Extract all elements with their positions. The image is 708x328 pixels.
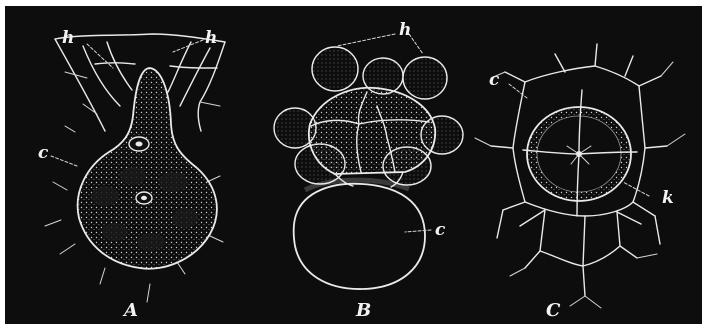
label-h-panel-a-right: h <box>205 30 217 47</box>
panel-label-a: A <box>124 302 138 320</box>
label-h-panel-a-left: h <box>62 30 74 47</box>
panel-a-nucleus-lower <box>136 192 152 204</box>
panel-a-drawing <box>45 34 225 302</box>
label-c-panel-a: c <box>38 145 48 162</box>
figure-plate <box>5 6 702 324</box>
label-k-panel-c: k <box>662 190 674 207</box>
label-c-panel-c: c <box>489 72 499 89</box>
label-h-panel-b: h <box>399 22 411 39</box>
panel-a-nucleus-upper <box>129 137 149 151</box>
label-c-panel-b: c <box>435 222 445 239</box>
panel-label-b: B <box>356 302 371 320</box>
panel-label-c: C <box>546 302 560 320</box>
panel-c-drawing <box>475 44 685 308</box>
panel-b-drawing <box>274 34 463 289</box>
figure-drawing <box>5 6 702 324</box>
panel-b-oogonium <box>294 180 425 289</box>
